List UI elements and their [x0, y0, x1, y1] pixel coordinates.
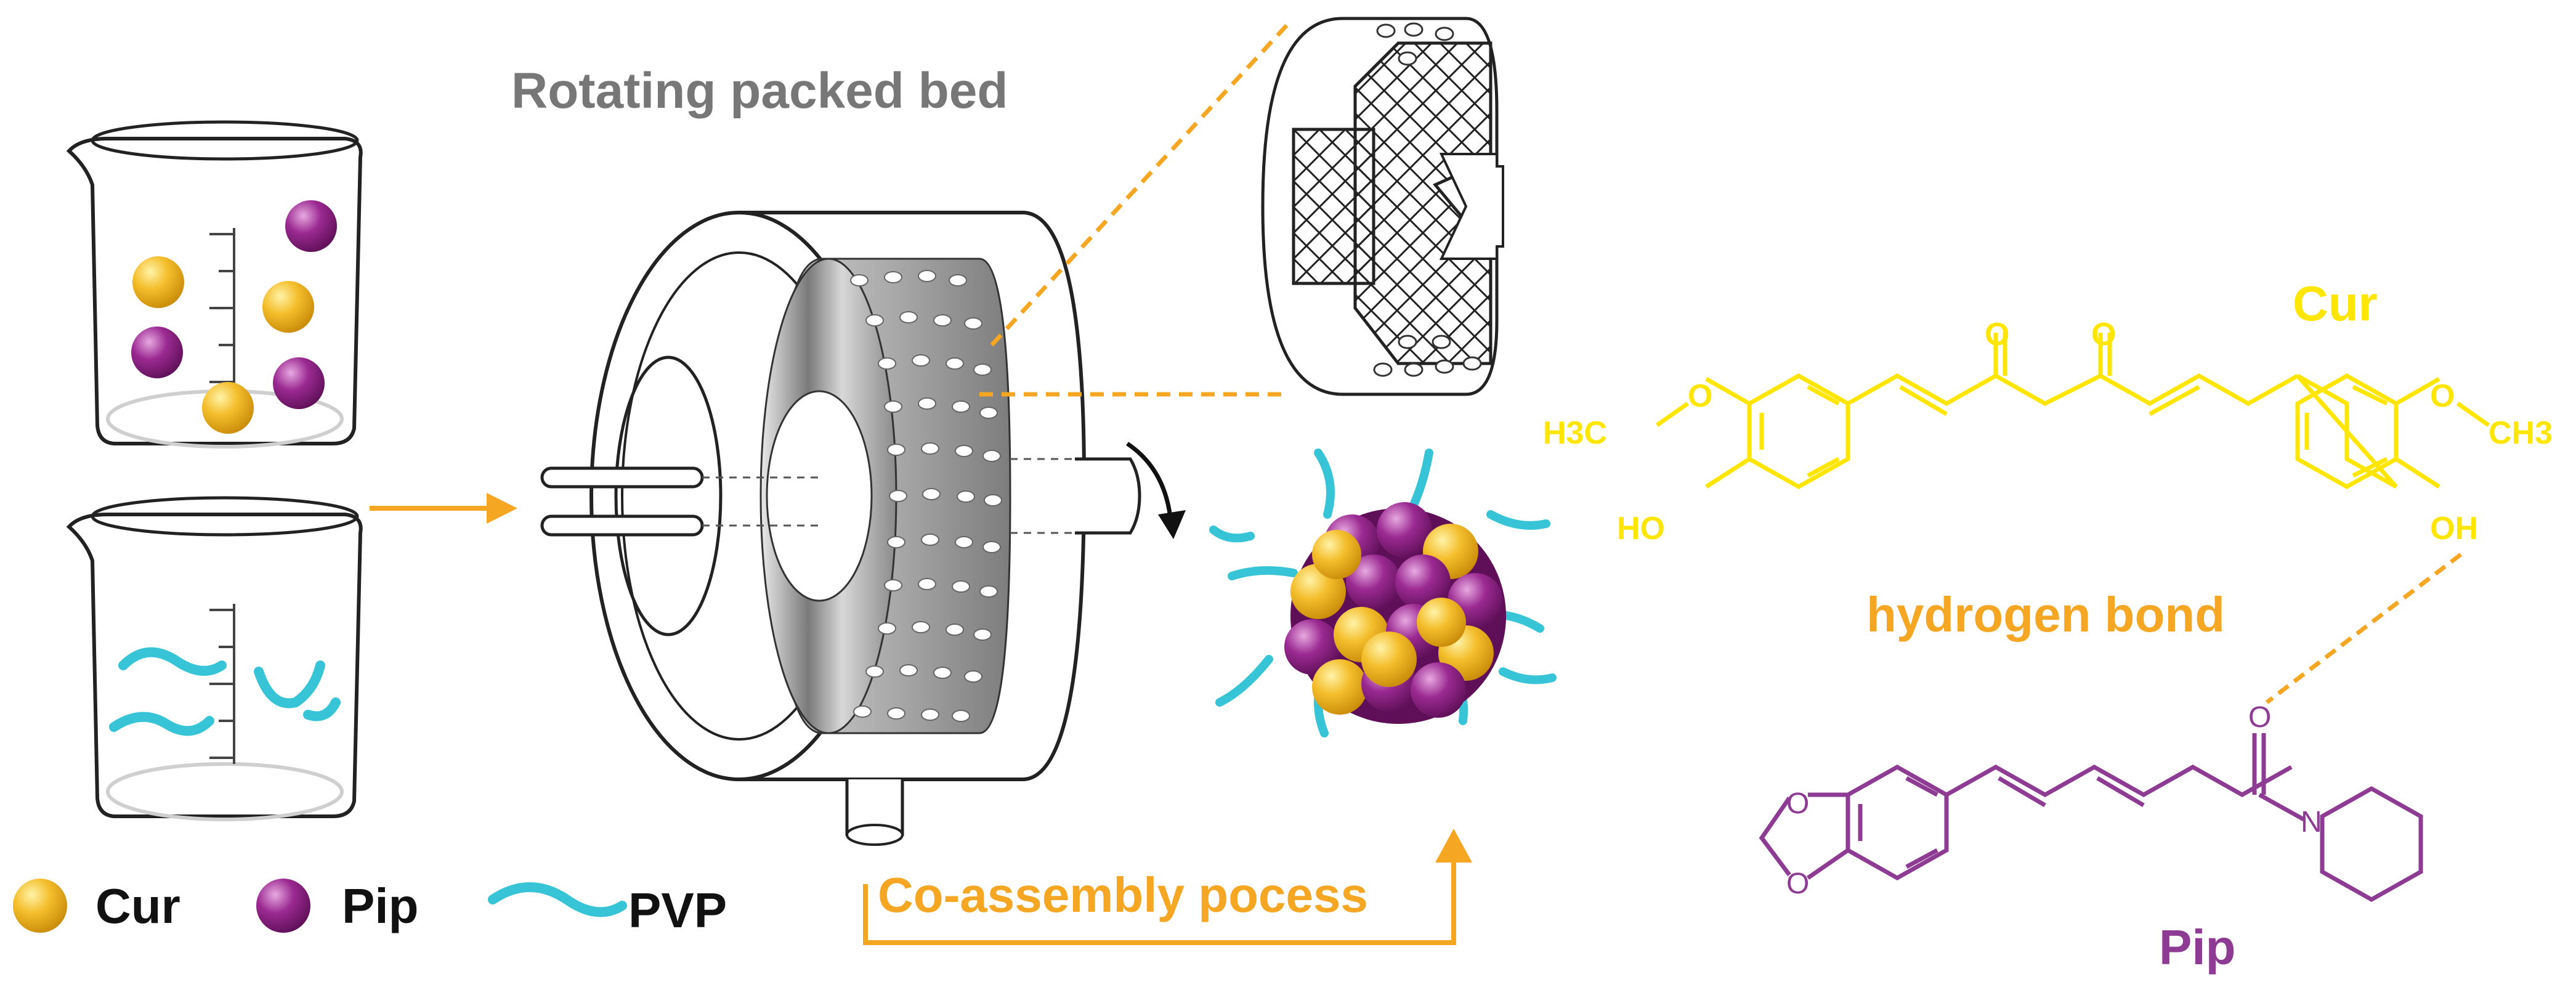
svg-text:O: O	[1786, 787, 1809, 820]
legend: Cur Pip PVP	[13, 879, 727, 938]
hydrogen-bond-label: hydrogen bond	[1866, 587, 2225, 642]
feed-arrow	[370, 493, 517, 524]
legend-label-pip: Pip	[342, 879, 418, 933]
hydrogen-bond-line	[2265, 553, 2463, 704]
svg-text:O: O	[1786, 867, 1809, 900]
rotation-arrow-icon	[1126, 442, 1173, 518]
legend-label-pvp: PVP	[628, 883, 727, 938]
legend-label-cur: Cur	[95, 879, 180, 933]
pip-sphere	[131, 327, 183, 378]
packing-holes	[850, 270, 1002, 722]
pip-structure-label: Pip	[2159, 920, 2235, 975]
pip-sphere-icon	[256, 879, 310, 933]
svg-text:CH3: CH3	[2489, 415, 2553, 451]
process-arrow	[863, 829, 1472, 945]
svg-text:O: O	[1688, 378, 1712, 414]
cur-sphere	[262, 281, 314, 333]
piperine-atom-labels: O O O N	[1786, 701, 2322, 900]
svg-text:O: O	[2091, 317, 2116, 352]
piperine-structure	[1759, 733, 2423, 903]
svg-text:O: O	[1985, 317, 2009, 352]
rotor-cutaway-inset	[1261, 17, 1504, 396]
cur-sphere	[132, 256, 184, 308]
rotating-packed-bed	[540, 211, 1186, 846]
co-assembled-nanoparticle	[1209, 449, 1557, 737]
cur-structure-label: Cur	[2293, 276, 2378, 331]
svg-text:O: O	[2430, 378, 2455, 414]
beaker-bottom	[66, 496, 363, 821]
cur-sphere-icon	[13, 879, 67, 933]
curcumin-atom-labels: O O O O H3C CH3 HO OH	[1543, 317, 2553, 546]
svg-text:OH: OH	[2430, 511, 2478, 546]
pip-sphere	[273, 357, 325, 409]
curcumin-structure	[1655, 333, 2490, 490]
pvp-chains	[109, 647, 341, 736]
particle-core	[1284, 502, 1506, 724]
cur-sphere	[202, 382, 254, 434]
svg-text:HO: HO	[1617, 511, 1665, 546]
svg-text:O: O	[2248, 701, 2271, 734]
process-label: Co-assembly pocess	[878, 867, 1368, 922]
svg-text:N: N	[2301, 806, 2322, 839]
svg-text:H3C: H3C	[1543, 415, 1607, 451]
zoom-leaders	[979, 23, 1289, 397]
pip-sphere	[285, 200, 337, 252]
pvp-chain-icon	[488, 882, 627, 917]
beaker-top	[66, 120, 363, 449]
rpb-title: Rotating packed bed	[511, 63, 1008, 119]
